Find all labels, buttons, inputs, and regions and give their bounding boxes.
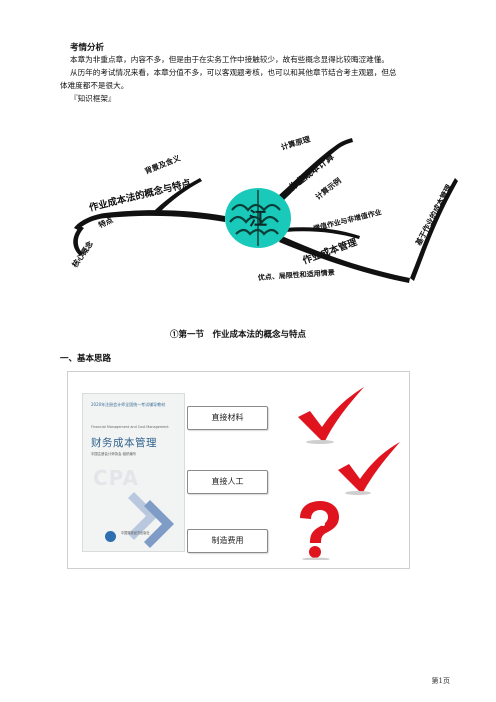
framework-label: 『知识框架』	[70, 94, 116, 103]
section-title: ①第一节 作业成本法的概念与特点	[170, 330, 307, 340]
item-direct-materials: 直接材料	[187, 406, 268, 430]
knowledge-mindmap: 江 作业成本法的概念与特点 背景及含义 特点 核心概念 作业成本计算 计算原理 …	[69, 133, 458, 283]
branch-left-bottom	[73, 226, 84, 256]
mm-right-sub1: 计算原理	[280, 133, 312, 151]
analysis-heading: 考情分析	[70, 43, 105, 53]
book-publisher: 中国财政经济出版社	[121, 531, 150, 535]
item-manufacturing-overhead: 制造费用	[187, 529, 268, 553]
mm-right-sub2: 计算示例	[313, 175, 343, 202]
analysis-paragraph-1: 本章为非重点章，内容不多，但是由于在实务工作中接触较少，故有些概念显得比较晦涩难…	[70, 55, 389, 64]
mm-right-sub4: 基于作业的成本管理	[412, 182, 453, 248]
mm-right-sub5: 优点、局限性和适用情景	[258, 268, 335, 282]
book-subtitle: 中国注册会计师协会 组织编写	[91, 452, 137, 456]
brain-center-label: 江	[249, 209, 267, 230]
mm-right-sub3: 增值作业与非增值作业	[312, 207, 382, 233]
book-chevron-graphic	[128, 492, 174, 548]
item-direct-labor: 直接人工	[187, 470, 268, 494]
check-icon	[338, 442, 400, 495]
brain-icon: 江	[225, 188, 291, 248]
cost-components-figure: 2020年注册会计师全国统一考试辅导教材 Financial Managemen…	[67, 371, 410, 569]
analysis-paragraph-2-cont: 体难度都不是很大。	[60, 81, 129, 90]
branch-right-upper	[278, 138, 353, 202]
book-english-title: Financial Management and Cost Management	[91, 425, 169, 429]
textbook-cover-image: 2020年注册会计师全国统一考试辅导教材 Financial Managemen…	[82, 393, 185, 552]
branch-right-lower	[279, 236, 410, 283]
branch-left-top	[155, 178, 202, 213]
analysis-paragraph-2: 从历年的考试情况来看，本章分值不多，可以客观题考核，也可以和其他章节结合考主观题…	[70, 68, 397, 77]
question-icon	[300, 501, 339, 560]
page-number: 第1页	[431, 677, 450, 685]
branch-right-mid	[285, 227, 360, 239]
subsection-title: 一、基本思路	[60, 354, 112, 364]
branch-left-main	[74, 210, 225, 230]
publisher-logo-icon	[105, 531, 116, 542]
mm-left-sub1: 背景及含义	[143, 152, 182, 176]
check-icon	[298, 387, 364, 444]
book-top-line: 2020年注册会计师全国统一考试辅导教材	[91, 402, 166, 407]
book-title: 财务成本管理	[91, 437, 157, 449]
book-cpa-watermark: CPA	[93, 466, 139, 490]
branch-right-far	[410, 178, 458, 281]
